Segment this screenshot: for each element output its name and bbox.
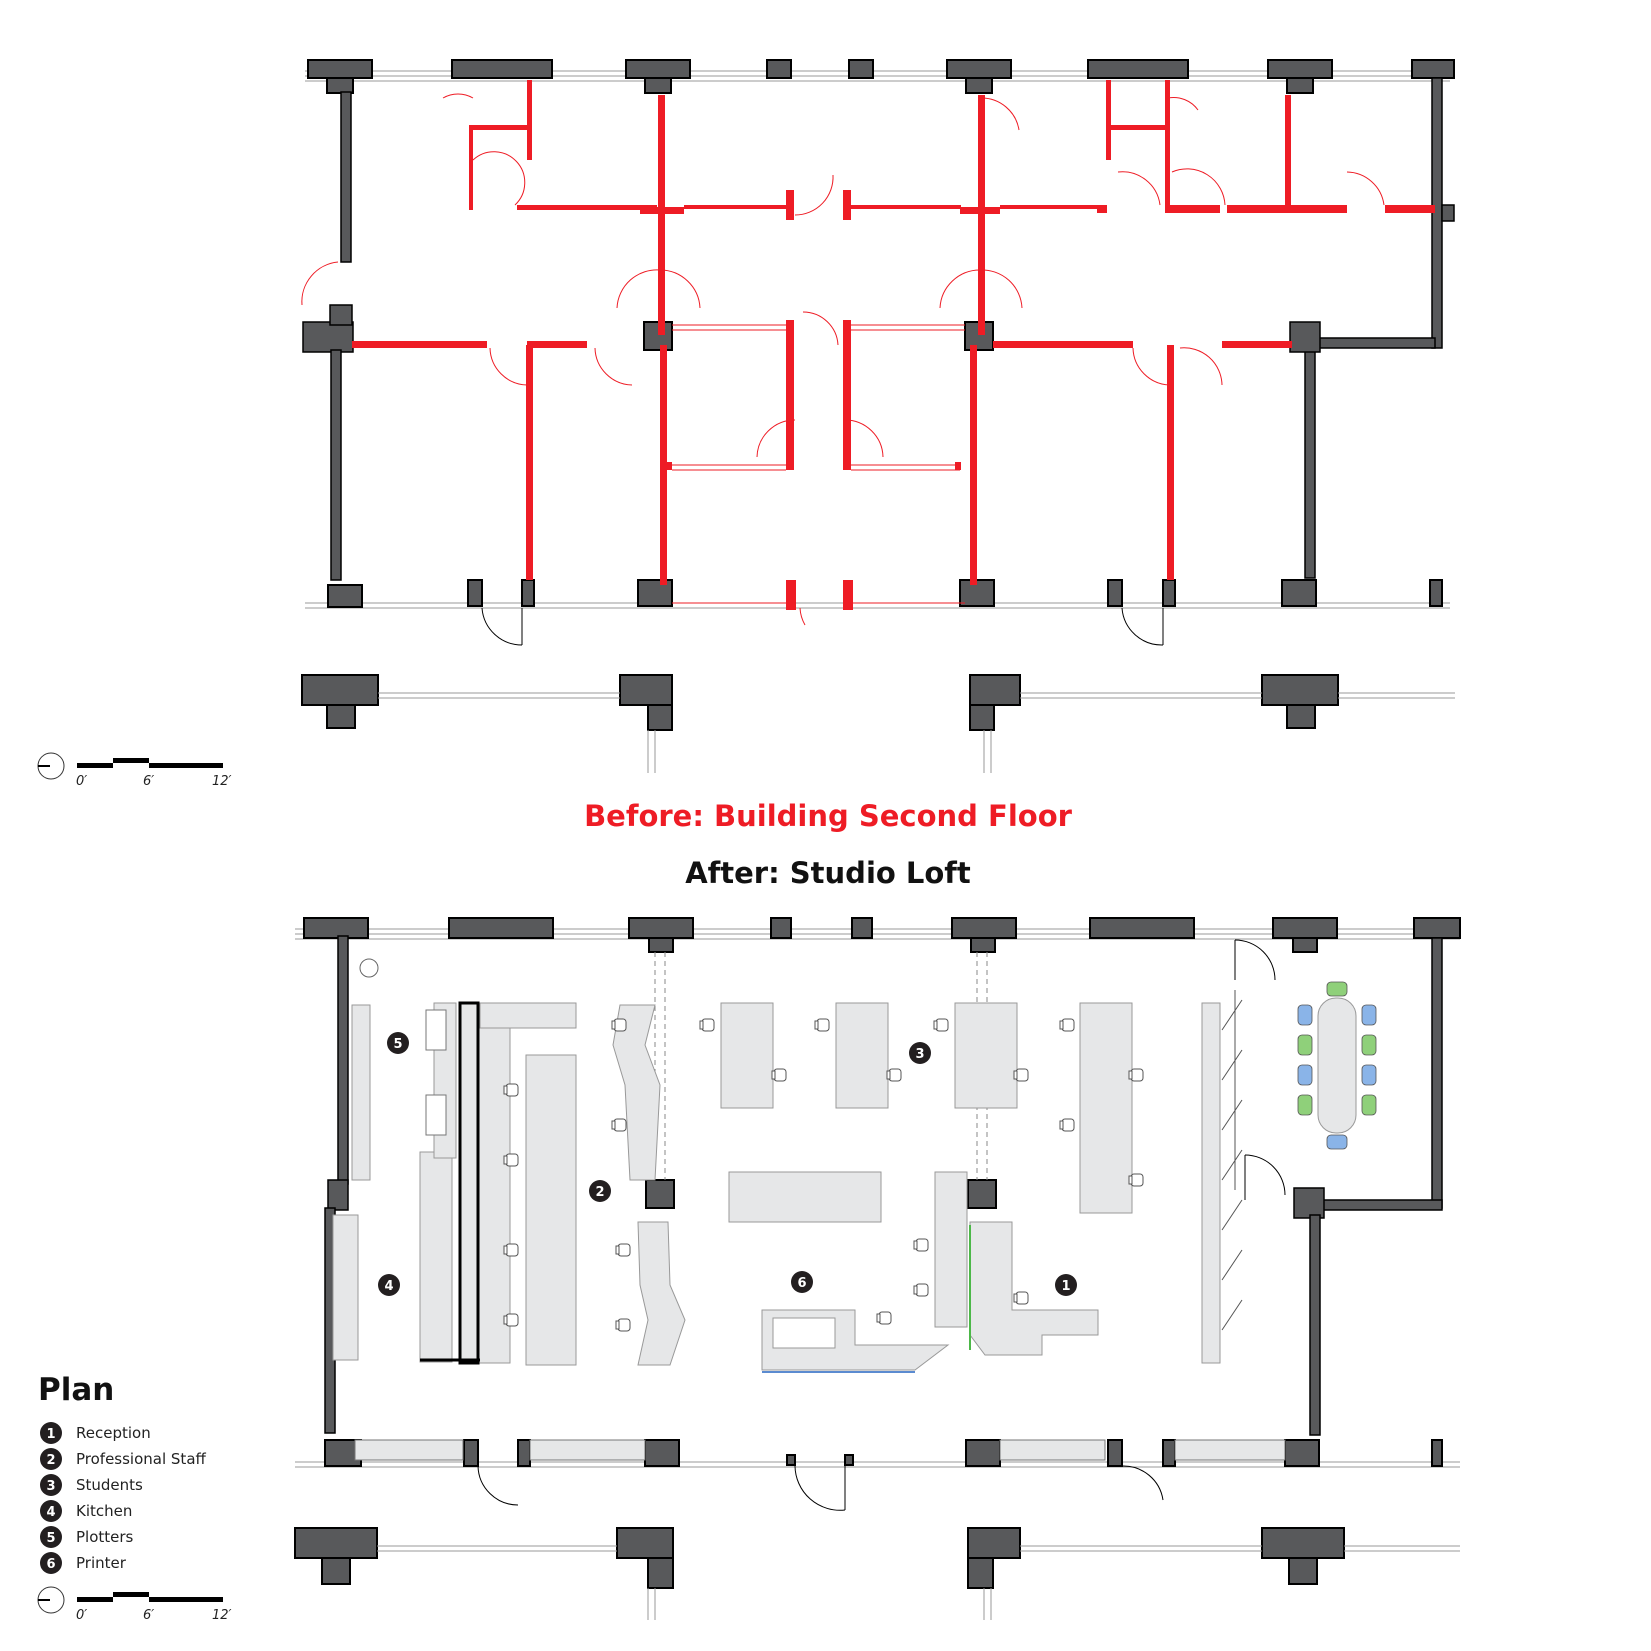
before-top-columns xyxy=(307,59,1455,94)
scale-label-6: 6′ xyxy=(143,1608,154,1623)
before-exterior-walls xyxy=(302,77,1455,581)
marker-4: 4 xyxy=(384,1279,393,1294)
scale-bar: 0′ 6′ 12′ xyxy=(37,1586,232,1623)
furniture xyxy=(332,997,1357,1371)
after-window-line-bottom xyxy=(295,1461,1460,1468)
legend-item-printer: 6 Printer xyxy=(40,1552,127,1574)
svg-text:2: 2 xyxy=(46,1453,55,1468)
svg-text:6: 6 xyxy=(46,1557,55,1572)
legend-title: Plan xyxy=(38,1372,114,1408)
legend-item-reception: 1 Reception xyxy=(40,1422,151,1444)
before-plan xyxy=(301,59,1455,773)
scale-label-6: 6′ xyxy=(143,774,154,789)
legend-label: Plotters xyxy=(76,1528,134,1546)
before-lower-columns xyxy=(301,674,1339,731)
svg-text:5: 5 xyxy=(46,1531,55,1546)
plotters xyxy=(425,1009,447,1136)
after-lower-window-lines xyxy=(377,1545,1460,1620)
door-swing-icon xyxy=(301,93,1385,626)
after-bottom-columns xyxy=(324,1439,1443,1467)
north-arrow-icon xyxy=(37,1586,65,1614)
before-thin-partitions xyxy=(672,324,965,604)
shelving xyxy=(1221,990,1243,1331)
north-arrow-icon xyxy=(37,752,65,780)
door-swing-icon xyxy=(481,607,1164,646)
scale-label-12: 12′ xyxy=(212,774,232,789)
conference-chairs xyxy=(1297,981,1377,1150)
after-interior-columns xyxy=(645,1179,997,1209)
legend-label: Kitchen xyxy=(76,1502,132,1520)
legend: Plan 1 Reception 2 Professional Staff 3 … xyxy=(38,1372,207,1574)
marker-6: 6 xyxy=(797,1276,806,1291)
radiators xyxy=(354,1439,1286,1461)
marker-1: 1 xyxy=(1061,1279,1070,1294)
after-plan: 1 2 3 4 5 6 xyxy=(294,917,1461,1620)
beam-lines xyxy=(654,952,988,1180)
before-lower-window-lines xyxy=(378,692,1455,773)
before-title: Before: Building Second Floor xyxy=(584,799,1073,833)
svg-text:1: 1 xyxy=(46,1427,55,1442)
scale-label-0: 0′ xyxy=(76,774,87,789)
legend-item-professional-staff: 2 Professional Staff xyxy=(40,1448,207,1470)
legend-item-kitchen: 4 Kitchen xyxy=(40,1500,132,1522)
door-swing-icon xyxy=(477,939,1286,1511)
before-demolition-walls xyxy=(352,80,1435,610)
legend-label: Professional Staff xyxy=(76,1450,207,1468)
room-number-markers: 1 2 3 4 5 6 xyxy=(378,1032,1077,1296)
legend-label: Reception xyxy=(76,1424,151,1442)
scale-bar: 0′ 6′ 12′ xyxy=(37,752,232,789)
legend-label: Students xyxy=(76,1476,143,1494)
svg-text:3: 3 xyxy=(46,1479,55,1494)
column-circle xyxy=(359,958,379,978)
legend-item-students: 3 Students xyxy=(40,1474,143,1496)
legend-label: Printer xyxy=(76,1554,127,1572)
marker-5: 5 xyxy=(393,1037,402,1052)
legend-item-plotters: 5 Plotters xyxy=(40,1526,134,1548)
after-top-columns xyxy=(303,917,1461,953)
plotter-shelf xyxy=(420,1001,480,1365)
marker-2: 2 xyxy=(595,1185,604,1200)
after-lower-columns xyxy=(294,1527,1345,1589)
scale-label-0: 0′ xyxy=(76,1608,87,1623)
before-interior-columns xyxy=(643,321,994,351)
scale-label-12: 12′ xyxy=(212,1608,232,1623)
svg-text:4: 4 xyxy=(46,1505,55,1520)
marker-3: 3 xyxy=(915,1047,924,1062)
after-title: After: Studio Loft xyxy=(685,856,971,890)
